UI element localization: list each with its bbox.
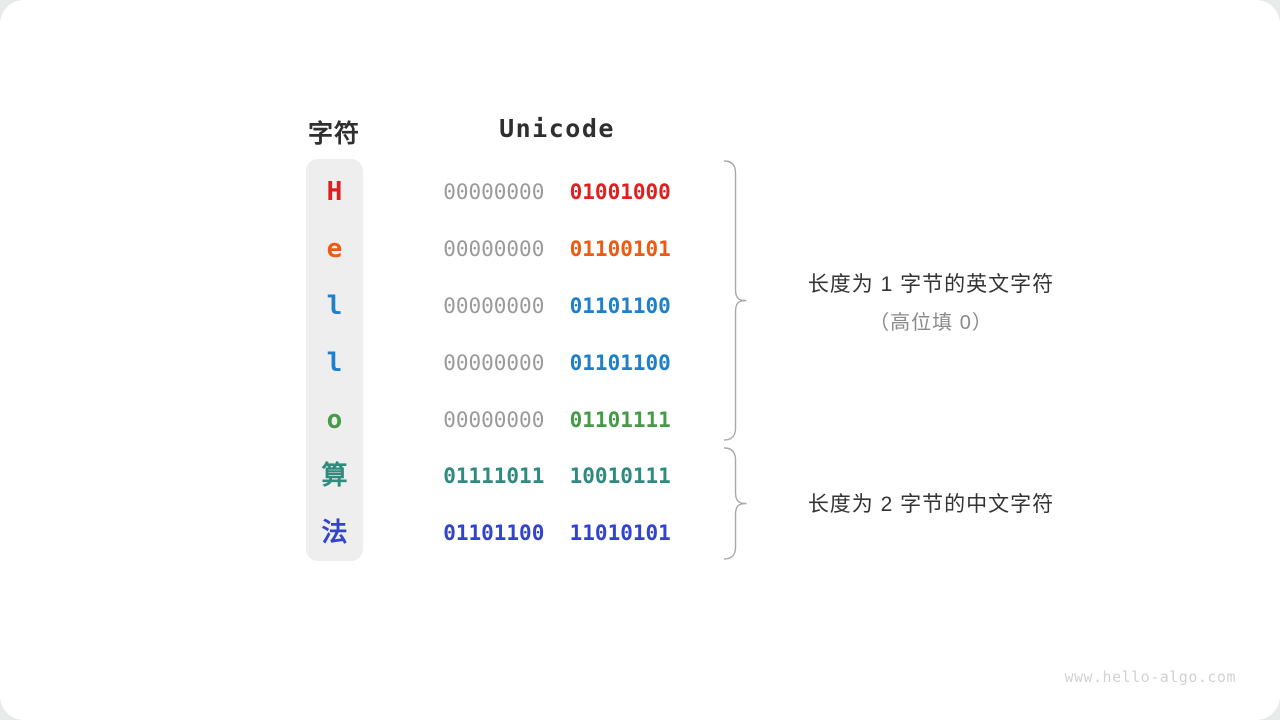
binary-byte-separator — [544, 521, 569, 545]
annotation-line-secondary: （高位填 0） — [869, 312, 993, 334]
group-brace — [723, 447, 747, 560]
binary-high-byte: 00000000 — [443, 351, 545, 375]
annotation-line-primary: 长度为 2 字节的中文字符 — [807, 493, 1055, 516]
binary-byte-separator — [544, 237, 569, 261]
binary-high-byte: 00000000 — [443, 180, 545, 204]
binary-row: 00000000 01101100 — [404, 346, 710, 380]
character-column-background — [306, 159, 363, 561]
binary-low-byte: 01101100 — [569, 294, 671, 318]
binary-row: 00000000 01100101 — [404, 232, 710, 266]
group-brace — [723, 160, 747, 441]
character-cell: 法 — [321, 518, 348, 548]
binary-row: 00000000 01101100 — [404, 289, 710, 323]
binary-row: 00000000 01101111 — [404, 403, 710, 437]
binary-high-byte: 00000000 — [443, 237, 545, 261]
binary-row: 01101100 11010101 — [404, 516, 710, 550]
column-header-character: 字符 — [307, 120, 360, 148]
brace-path — [723, 160, 747, 441]
character-cell: o — [326, 405, 343, 435]
binary-low-byte: 01101100 — [569, 351, 671, 375]
binary-byte-separator — [544, 464, 569, 488]
binary-high-byte: 00000000 — [443, 408, 545, 432]
column-header-unicode: Unicode — [499, 114, 615, 143]
binary-low-byte: 01001000 — [569, 180, 671, 204]
character-cell: 算 — [321, 461, 348, 491]
character-cell: e — [326, 234, 343, 264]
binary-row: 01111011 10010111 — [404, 459, 710, 493]
binary-byte-separator — [544, 351, 569, 375]
site-watermark: www.hello-algo.com — [1064, 668, 1236, 686]
binary-low-byte: 01101111 — [569, 408, 671, 432]
binary-byte-separator — [544, 294, 569, 318]
annotation-line-primary: 长度为 1 字节的英文字符 — [807, 273, 1055, 296]
binary-byte-separator — [544, 180, 569, 204]
annotation-label: 长度为 2 字节的中文字符 — [770, 488, 1092, 518]
binary-low-byte: 01100101 — [569, 237, 671, 261]
brace-path — [723, 447, 747, 560]
character-cell: H — [326, 177, 343, 207]
annotation-label: 长度为 1 字节的英文字符 （高位填 0） — [770, 268, 1092, 335]
character-cell: l — [326, 348, 343, 378]
binary-high-byte: 01101100 — [443, 521, 545, 545]
binary-byte-separator — [544, 408, 569, 432]
binary-row: 00000000 01001000 — [404, 175, 710, 209]
character-cell: l — [326, 291, 343, 321]
binary-low-byte: 10010111 — [569, 464, 671, 488]
binary-high-byte: 01111011 — [443, 464, 545, 488]
binary-low-byte: 11010101 — [569, 521, 671, 545]
binary-high-byte: 00000000 — [443, 294, 545, 318]
